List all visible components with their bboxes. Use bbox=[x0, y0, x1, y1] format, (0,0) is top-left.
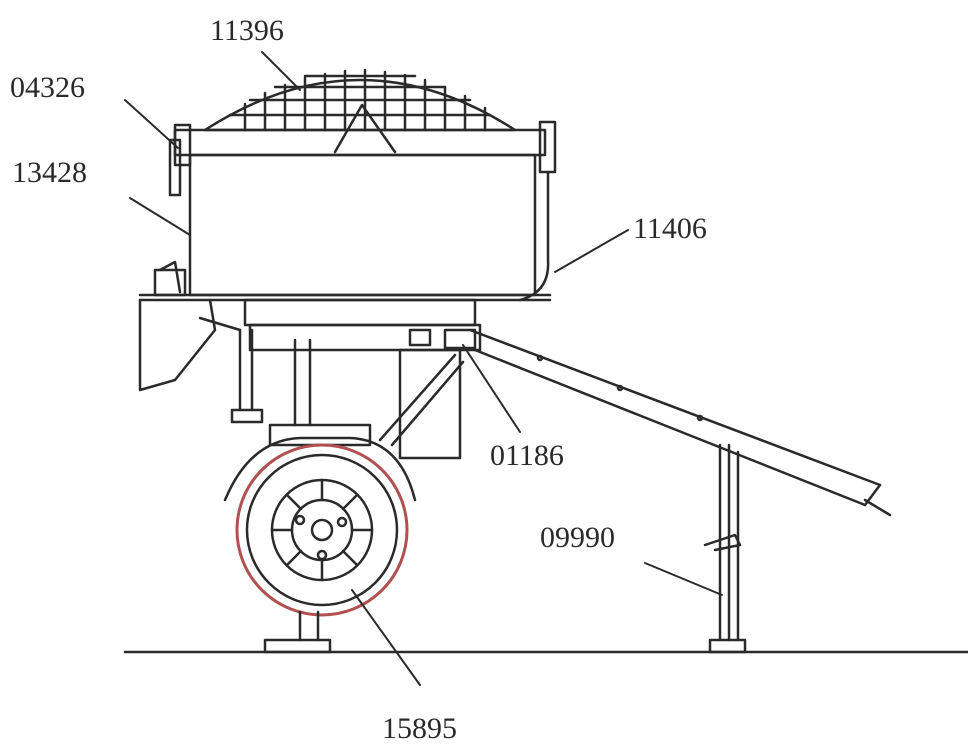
label-side-latch: 11406 bbox=[633, 212, 707, 245]
conveyor-support-leg bbox=[703, 443, 747, 654]
label-hopper-wall: 13428 bbox=[12, 156, 87, 189]
diagonal-strut bbox=[378, 353, 465, 447]
leader-lines bbox=[124, 51, 723, 686]
mesh-dome-cover bbox=[203, 68, 517, 154]
leader-wheel bbox=[351, 589, 421, 686]
label-support-leg: 09990 bbox=[540, 521, 615, 554]
hopper-body bbox=[153, 120, 557, 302]
reference-labels: 11396 04326 13428 11406 01186 09990 1589… bbox=[10, 14, 707, 745]
leader-hopper-wall bbox=[129, 197, 191, 236]
support-posts bbox=[230, 328, 462, 460]
label-wheel: 15895 bbox=[382, 712, 457, 745]
leader-top-hinge bbox=[124, 99, 179, 149]
leader-support-leg bbox=[644, 562, 723, 596]
wheel-stand bbox=[263, 610, 332, 654]
wheel-fender bbox=[223, 423, 417, 502]
leader-conveyor-pivot bbox=[462, 344, 521, 433]
wheel bbox=[235, 443, 409, 617]
label-top-hinge: 04326 bbox=[10, 71, 85, 104]
conveyor-arm bbox=[468, 328, 892, 517]
leader-mesh-cover bbox=[261, 51, 301, 91]
base-frame bbox=[138, 293, 552, 392]
label-conveyor-pivot: 01186 bbox=[490, 439, 564, 472]
label-mesh-cover: 11396 bbox=[210, 14, 284, 47]
leader-side-latch bbox=[554, 229, 629, 273]
